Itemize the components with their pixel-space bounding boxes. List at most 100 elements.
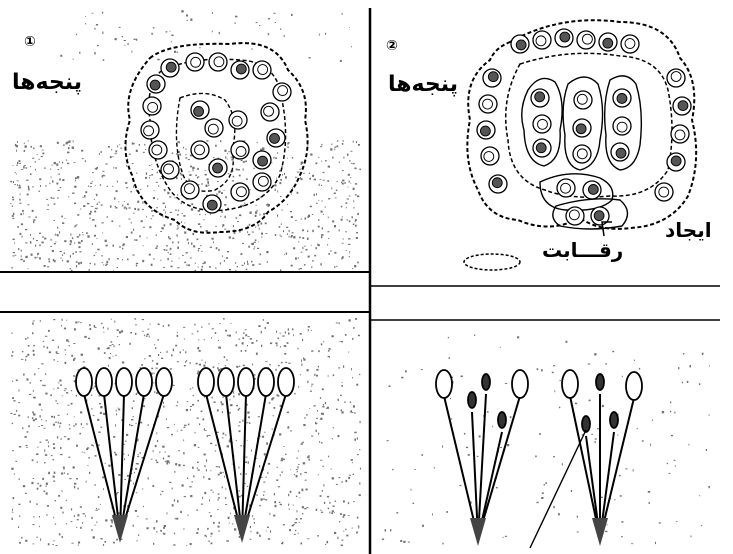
speckle-dot (246, 269, 248, 271)
speckle-dot (709, 415, 710, 416)
speckle-dot (257, 142, 258, 143)
speckle-dot (17, 180, 19, 181)
speckle-dot (89, 269, 90, 271)
speckle-dot (691, 536, 692, 538)
speckle-dot (75, 251, 77, 253)
speckle-dot (183, 528, 184, 529)
speckle-dot (340, 395, 342, 396)
cell-nucleus (150, 80, 160, 90)
speckle-dot (256, 22, 258, 23)
speckle-dot (225, 216, 226, 218)
speckle-dot (12, 423, 13, 424)
speckle-dot (390, 529, 391, 531)
speckle-dot (129, 343, 130, 345)
speckle-dot (208, 478, 210, 480)
speckle-dot (349, 251, 350, 253)
speckle-dot (103, 413, 105, 415)
speckle-dot (69, 140, 71, 142)
speckle-dot (68, 147, 70, 149)
speckle-dot (247, 261, 248, 263)
speckle-dot (284, 254, 285, 255)
speckle-dot (28, 188, 30, 190)
speckle-dot (151, 218, 153, 219)
speckle-dot (175, 518, 176, 519)
speckle-dot (33, 419, 35, 421)
speckle-dot (58, 415, 60, 416)
speckle-dot (311, 245, 312, 246)
speckle-dot (261, 477, 262, 478)
speckle-dot (137, 516, 138, 517)
speckle-dot (337, 145, 339, 147)
speckle-dot (118, 474, 120, 476)
speckle-dot (239, 467, 240, 469)
speckle-dot (192, 387, 193, 388)
speckle-dot (57, 403, 58, 404)
speckle-dot (165, 250, 167, 251)
speckle-dot (95, 225, 96, 227)
speckle-dot (56, 545, 58, 546)
speckle-dot (18, 504, 20, 505)
speckle-dot (353, 501, 355, 502)
speckle-dot (64, 472, 65, 473)
speckle-dot (73, 466, 75, 468)
speckle-dot (30, 166, 31, 167)
speckle-dot (192, 334, 194, 335)
speckle-dot (45, 454, 47, 456)
speckle-dot (118, 409, 120, 411)
cell-nucleus (594, 211, 604, 221)
speckle-dot (198, 223, 200, 225)
speckle-dot (66, 339, 68, 341)
speckle-dot (311, 436, 313, 437)
speckle-dot (180, 351, 181, 353)
speckle-dot (209, 512, 211, 513)
speckle-dot (44, 168, 46, 169)
speckle-dot (68, 438, 70, 440)
speckle-dot (81, 240, 83, 242)
speckle-dot (331, 468, 332, 469)
speckle-dot (25, 338, 27, 340)
speckle-dot (334, 148, 335, 150)
speckle-dot (307, 538, 309, 539)
speckle-dot (25, 493, 27, 494)
speckle-dot (257, 532, 259, 534)
speckle-dot (172, 488, 173, 490)
cell (479, 95, 497, 113)
speckle-dot (92, 181, 93, 182)
speckle-dot (246, 473, 247, 475)
speckle-dot (92, 172, 93, 173)
speckle-dot (442, 543, 443, 545)
speckle-dot (180, 154, 182, 156)
speckle-dot (195, 175, 197, 176)
speckle-dot (102, 222, 104, 223)
speckle-dot (219, 323, 220, 324)
speckle-dot (341, 257, 342, 259)
speckle-dot (242, 205, 244, 206)
speckle-dot (256, 353, 258, 355)
speckle-dot (333, 506, 335, 507)
speckle-dot (223, 318, 225, 319)
speckle-dot (676, 521, 678, 522)
speckle-dot (20, 213, 22, 215)
speckle-dot (129, 424, 130, 426)
speckle-dot (151, 368, 153, 370)
speckle-dot (115, 150, 117, 152)
speckle-dot (132, 143, 134, 145)
speckle-dot (69, 345, 70, 346)
speckle-dot (252, 515, 253, 517)
speckle-dot (136, 492, 138, 493)
speckle-dot (89, 328, 91, 330)
speckle-dot (105, 240, 107, 242)
speckle-dot (183, 147, 184, 149)
speckle-dot (487, 411, 488, 413)
speckle-dot (343, 140, 344, 141)
speckle-dot (236, 405, 238, 406)
speckle-dot (177, 401, 178, 402)
speckle-dot (14, 474, 15, 475)
speckle-dot (148, 425, 150, 426)
speckle-dot (136, 265, 137, 267)
speckle-dot (28, 140, 29, 141)
speckle-dot (48, 441, 49, 443)
speckle-dot (177, 52, 178, 53)
speckle-dot (338, 400, 339, 401)
speckle-dot (113, 167, 114, 169)
